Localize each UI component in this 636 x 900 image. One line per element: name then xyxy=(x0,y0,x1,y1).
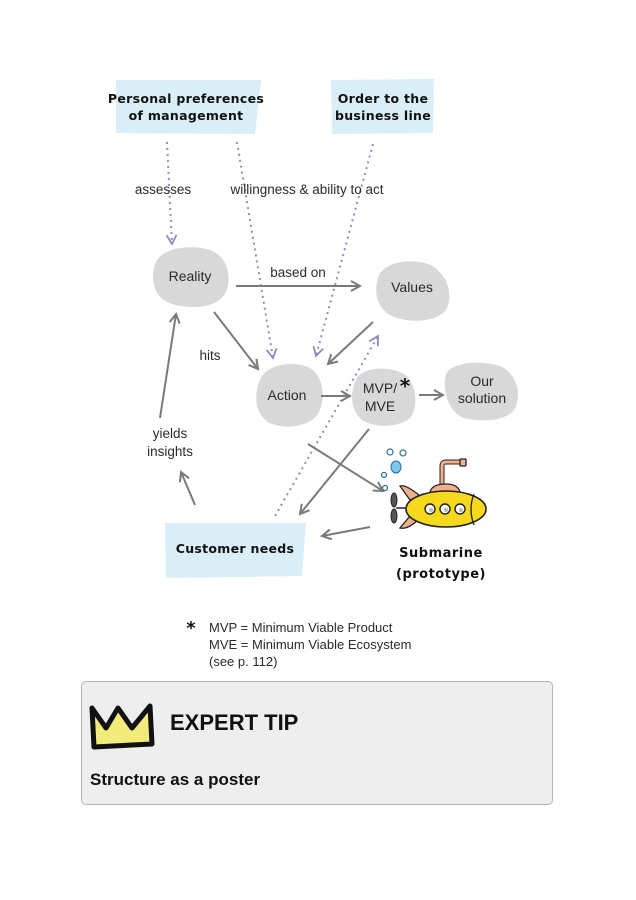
dotted-arrow-preferences-to-action xyxy=(236,141,278,360)
node-our-solution-line1: Our xyxy=(470,373,494,389)
edge-label-assesses: assesses xyxy=(135,182,192,197)
callout-order-to-business-line: Order to the business line xyxy=(331,79,434,134)
arrow-reality-to-action xyxy=(213,311,258,369)
footnote-asterisk: * xyxy=(186,618,196,639)
dotted-arrow-customer-needs-to-values xyxy=(274,334,379,517)
callout-customer-needs: Customer needs xyxy=(165,523,306,578)
node-mvp-mve: MVP/ MVE * xyxy=(352,368,416,426)
edge-label-willingness: willingness & ability to act xyxy=(229,182,383,197)
callout-personal-preferences-line1: Personal preferences xyxy=(108,91,264,106)
node-action: Action xyxy=(256,364,323,427)
edge-label-based-on: based on xyxy=(270,265,326,280)
node-mvp-label-line2: MVE xyxy=(365,398,395,414)
arrow-values-to-action xyxy=(328,321,374,364)
submarine-label-line1: Submarine xyxy=(399,546,483,561)
expert-tip-body: Structure as a poster xyxy=(90,770,261,789)
footnote-line-mve: MVE = Minimum Viable Ecosystem xyxy=(209,637,411,652)
callout-order-line2: business line xyxy=(335,108,431,123)
edge-label-yields: yields xyxy=(153,426,188,441)
node-reality-label: Reality xyxy=(169,268,212,284)
expert-tip-box: EXPERT TIP Structure as a poster xyxy=(81,681,553,805)
submarine-icon xyxy=(380,448,487,529)
arrow-customer-needs-to-insights xyxy=(181,472,196,506)
edge-label-hits: hits xyxy=(199,348,220,363)
dotted-arrow-order-to-action xyxy=(312,143,374,358)
arrow-submarine-to-customer-needs xyxy=(322,526,371,536)
node-mvp-label-line1: MVP/ xyxy=(363,380,397,396)
dotted-arrow-preferences-to-reality xyxy=(165,141,178,246)
submarine-label-line2: (prototype) xyxy=(396,567,486,582)
callout-personal-preferences: Personal preferences of management xyxy=(108,80,264,134)
callout-order-line1: Order to the xyxy=(338,91,429,106)
node-values: Values xyxy=(376,261,450,321)
node-values-label: Values xyxy=(391,279,433,295)
node-action-label: Action xyxy=(268,387,307,403)
footnote-line-mvp: MVP = Minimum Viable Product xyxy=(209,620,393,635)
business-design-diagram: Personal preferences of management Order… xyxy=(108,79,518,669)
arrow-mvp-to-customer-needs xyxy=(300,428,370,514)
callout-customer-needs-label: Customer needs xyxy=(176,541,295,556)
callout-personal-preferences-line2: of management xyxy=(129,108,244,123)
node-our-solution-line2: solution xyxy=(458,390,506,406)
edge-label-insights: insights xyxy=(147,444,193,459)
footnote-marker-asterisk: * xyxy=(400,374,411,398)
arrow-insights-to-reality xyxy=(159,314,176,419)
crown-icon xyxy=(89,703,155,750)
arrow-action-to-submarine xyxy=(307,443,383,491)
footnote-line-see-page: (see p. 112) xyxy=(209,654,277,669)
expert-tip-title: EXPERT TIP xyxy=(170,710,299,735)
node-our-solution: Our solution xyxy=(444,362,518,421)
node-reality: Reality xyxy=(153,247,229,308)
